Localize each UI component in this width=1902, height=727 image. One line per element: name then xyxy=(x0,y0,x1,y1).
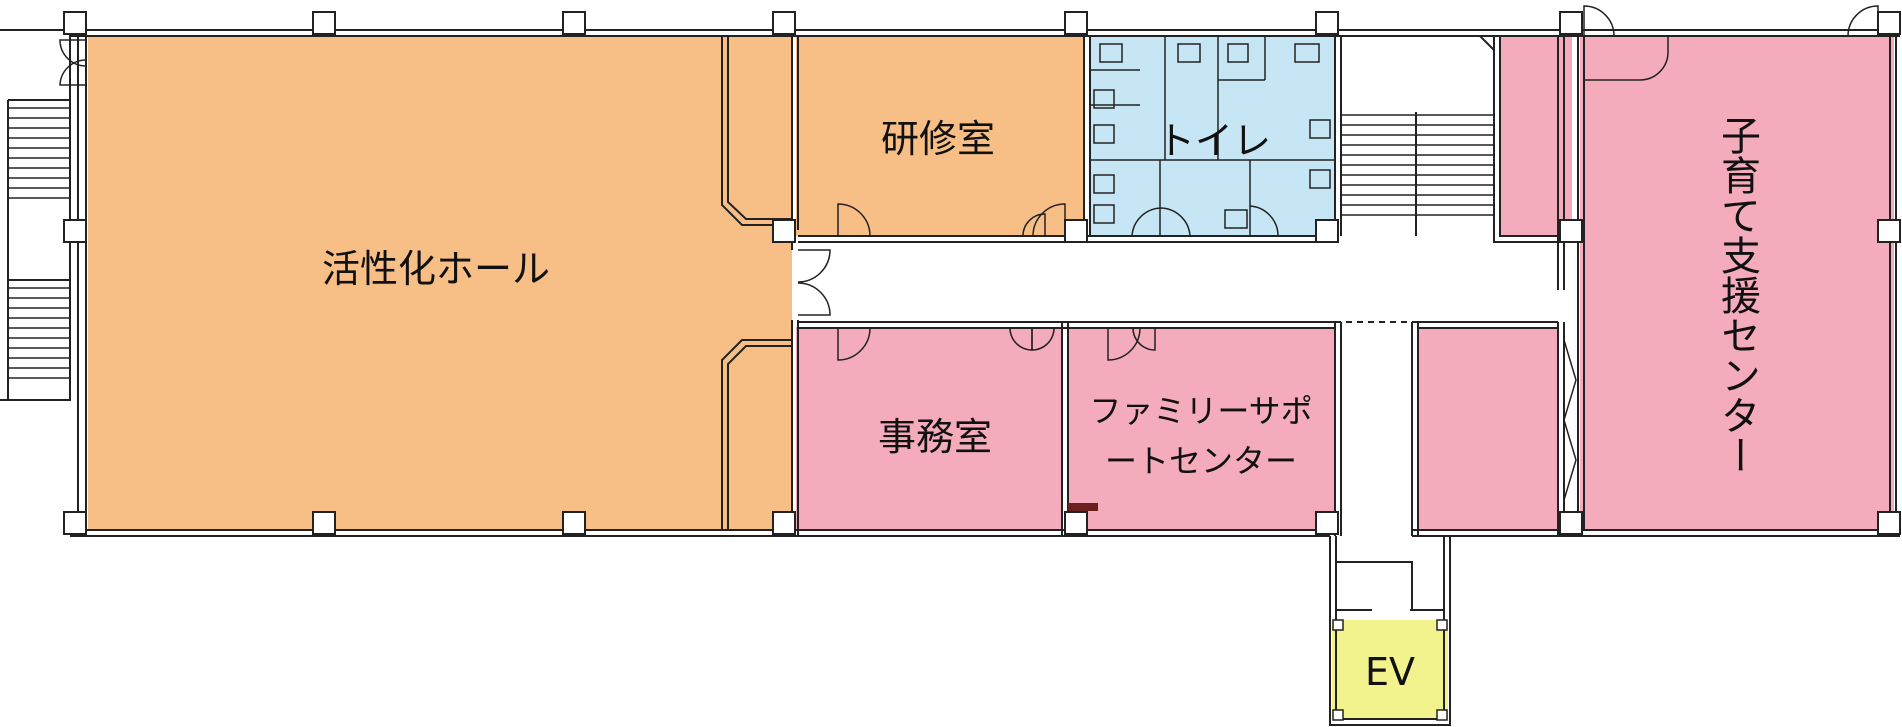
column xyxy=(312,11,336,35)
childcare-room[interactable] xyxy=(1580,36,1894,530)
column xyxy=(1877,219,1901,243)
toilet-label: トイレ xyxy=(1157,119,1271,163)
column xyxy=(1064,219,1088,243)
column xyxy=(772,511,796,535)
family-support-label-line1: ファミリーサポ xyxy=(1089,392,1312,430)
side-room[interactable] xyxy=(1418,327,1558,530)
equipment-icon xyxy=(1068,503,1098,511)
column xyxy=(63,219,87,243)
column xyxy=(1877,11,1901,35)
column xyxy=(1559,11,1583,35)
elevator[interactable] xyxy=(1332,620,1448,720)
column xyxy=(312,511,336,535)
elevator-label: EV xyxy=(1365,650,1415,694)
column xyxy=(562,511,586,535)
column xyxy=(63,511,87,535)
office-label: 事務室 xyxy=(878,415,992,459)
column xyxy=(1315,11,1339,35)
column xyxy=(1064,511,1088,535)
stair-right xyxy=(1341,114,1494,216)
stair-left xyxy=(8,107,70,379)
family-support-label-line2: ートセンター xyxy=(1105,442,1297,480)
column xyxy=(1559,219,1583,243)
training-label: 研修室 xyxy=(881,117,995,161)
column xyxy=(63,11,87,35)
childcare-upper-left-room[interactable] xyxy=(1500,36,1572,236)
family-support-room[interactable] xyxy=(1067,327,1335,530)
columns xyxy=(63,11,1901,535)
column xyxy=(1877,511,1901,535)
training-room[interactable] xyxy=(796,36,1084,236)
column xyxy=(1064,11,1088,35)
column xyxy=(562,11,586,35)
hall-label: 活性化ホール xyxy=(322,247,550,291)
column xyxy=(772,219,796,243)
childcare-label: 子育て支援センター xyxy=(1714,115,1760,475)
hall-room[interactable] xyxy=(88,36,792,530)
doors xyxy=(59,5,1879,501)
column xyxy=(772,11,796,35)
ev-corners xyxy=(1332,619,1448,721)
column xyxy=(1559,511,1583,535)
toilet-partitions xyxy=(1090,36,1335,237)
column xyxy=(1315,511,1339,535)
office-room[interactable] xyxy=(796,327,1062,530)
column xyxy=(1315,219,1339,243)
